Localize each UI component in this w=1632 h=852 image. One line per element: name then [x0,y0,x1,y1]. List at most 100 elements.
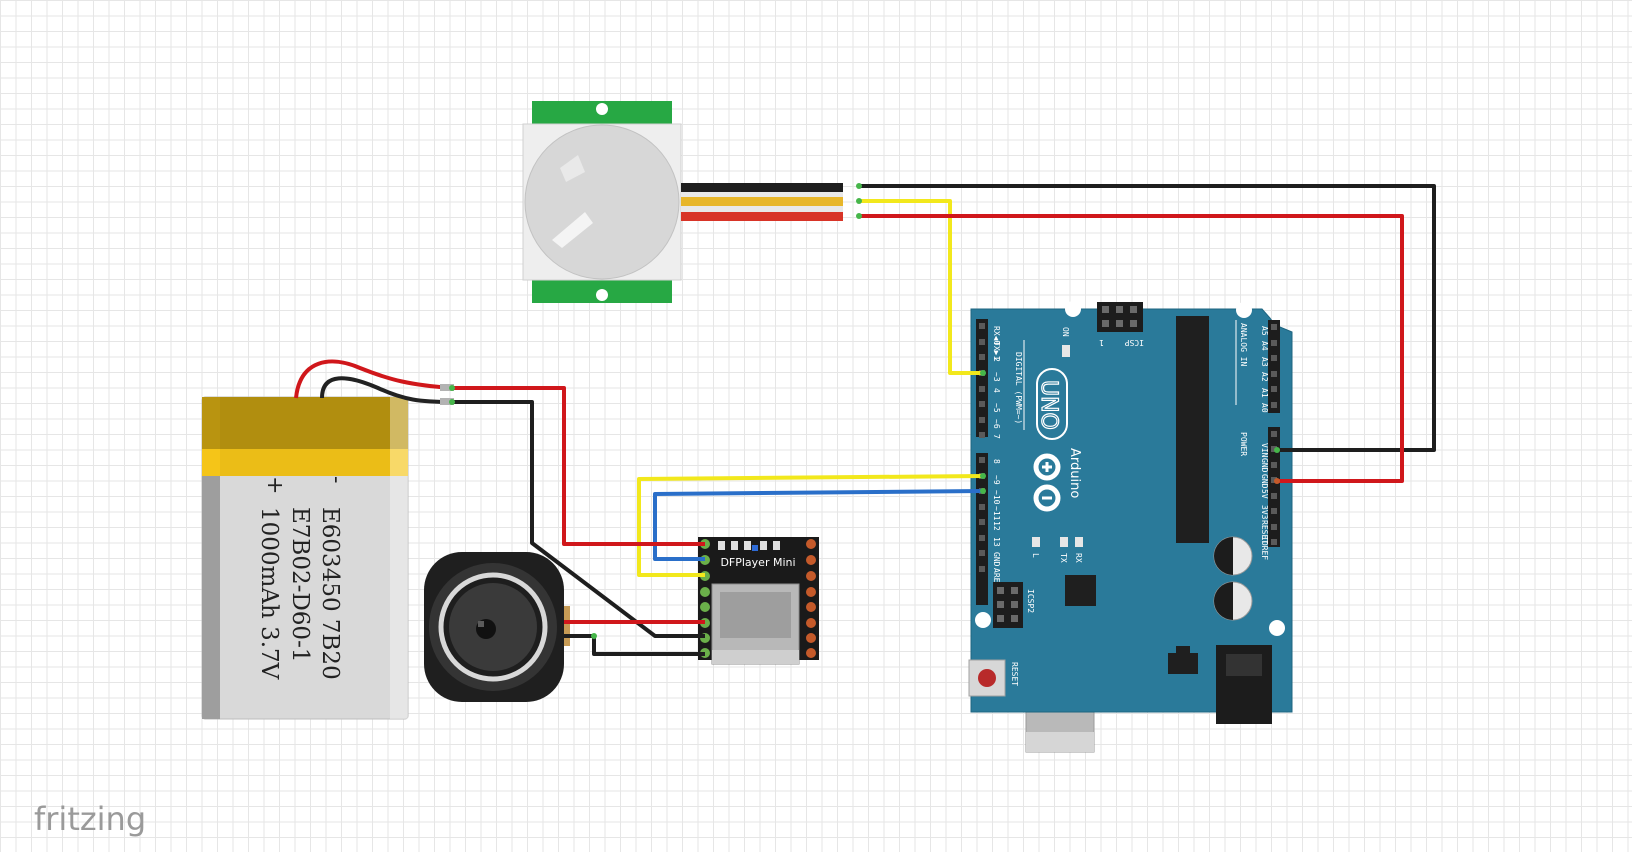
arduino-board [970,308,1293,713]
power-header [1268,427,1280,547]
pir-pin-gnd [681,183,843,192]
lipo-battery[interactable]: + - E603450 7B20 E7B02-D60-1 1000mAh 3.7… [201,359,454,720]
capacitor-1 [1213,536,1253,576]
analog-section-label: ANALOG IN [1239,323,1248,367]
pir-mount-hole-bottom [596,289,608,301]
on-led [1062,345,1070,357]
icsp-pin1-label: 1 [1099,338,1104,347]
svg-text:GND: GND [1260,474,1269,489]
pin-label-d4: 4 [992,388,1001,393]
pir-pin-out [681,197,843,206]
voltage-regulator [1168,653,1198,674]
rx-led [1075,537,1083,547]
pin-label-d6: ~6 [992,419,1001,429]
pir-dome-highlight-2 [560,155,585,182]
pir-dome [524,124,680,280]
wire-battery-black[interactable] [452,400,705,638]
svg-text:A5: A5 [1260,326,1269,336]
pin-label-d0: RX◀0 [992,326,1001,345]
reset-label: RESET [1010,662,1019,686]
battery-red-lead [294,359,453,399]
svg-text:A2: A2 [1260,372,1269,382]
battery-black-lead [320,376,453,404]
wire-d9-dfplayer[interactable] [637,474,984,577]
wire-d10-dfplayer[interactable] [653,489,984,561]
svg-text:IOREF: IOREF [1260,536,1269,560]
icsp2-label: ICSP2 [1026,589,1035,613]
mount-hole-3 [975,612,991,628]
pin-label-d13: 13 [992,537,1001,547]
svg-text:GND: GND [1260,458,1269,473]
pin-label-d11: ~11 [992,506,1001,521]
wire-endpoints [449,183,1280,639]
svg-text:VIN: VIN [1260,443,1269,458]
dfplayer-label: DFPlayer Mini [720,556,795,569]
battery-label-gold [202,397,408,449]
icsp-label: ICSP [1125,338,1144,347]
power-section-label: POWER [1239,432,1248,456]
svg-text:RESET: RESET [1260,520,1269,544]
pir-dome-highlight [552,212,593,248]
arduino-brand-label: Arduino [1067,448,1082,498]
pin-label-aref: AREF [992,568,1001,587]
wire-speaker-black[interactable] [564,634,705,656]
battery-text-line1: E603450 7B20 [317,507,343,680]
pin-label-d9: ~9 [992,475,1001,485]
wire-battery-red[interactable] [452,386,705,546]
digital-pin-labels: RX◀0 TX▶1 2 ~3 4 ~5 ~6 7 8 ~9 ~10 ~11 12… [992,326,1001,587]
rx-label: RX [1074,553,1083,563]
fritzing-watermark: fritzing [34,800,146,838]
uno-badge [1036,368,1068,440]
pin-label-d2: 2 [992,357,1001,362]
battery-label-yellow [202,449,408,476]
l-label: L [1031,553,1040,558]
reset-button-cap[interactable] [978,669,996,687]
speaker[interactable] [424,552,570,702]
battery-minus-sign: - [324,476,349,483]
svg-text:A1: A1 [1260,388,1269,398]
dfplayer-mini[interactable]: DFPlayer Mini [698,537,819,665]
svg-text:A0: A0 [1260,403,1269,413]
battery-left-edge [202,397,220,719]
digital-section-label: DIGITAL (PWM=~) [1014,352,1023,424]
pir-mount-hole-top [596,103,608,115]
pir-sensor[interactable] [522,101,843,303]
wires [452,184,1436,656]
pin-label-d7: 7 [992,434,1001,439]
capacitor-2 [1213,581,1253,621]
mount-hole-4 [1269,620,1285,636]
pin-label-d3: ~3 [992,372,1001,382]
pin-label-d5: ~5 [992,403,1001,413]
battery-text-line2: E7B02-D60-1 [287,507,313,662]
pin-label-gnd: GND [992,552,1001,567]
pin-label-d12: 12 [992,521,1001,531]
svg-text:5V: 5V [1260,489,1269,499]
pin-label-d10: ~10 [992,490,1001,505]
tx-label: TX [1059,553,1068,563]
digital-header-upper [976,319,988,437]
l-led [1032,537,1040,547]
dfplayer-top-pads [718,541,780,551]
wire-pir-out[interactable] [859,199,983,375]
arduino-logo [1033,453,1061,512]
svg-text:A4: A4 [1260,341,1269,351]
battery-plus-sign: + [262,476,287,494]
uno-label: UNO [1036,380,1061,430]
pin-label-d1: TX▶1 [992,341,1001,360]
mount-hole-2 [1236,302,1252,318]
mount-hole-1 [1065,301,1081,317]
svg-text:A3: A3 [1260,357,1269,367]
svg-text:3V3: 3V3 [1260,505,1269,520]
arduino-uno[interactable]: RX◀0 TX▶1 2 ~3 4 ~5 ~6 7 8 ~9 ~10 ~11 12… [968,301,1293,753]
wire-pir-gnd[interactable] [859,184,1436,452]
tx-led [1060,537,1068,547]
dfplayer-right-pins [806,539,816,658]
analog-pin-labels: A5 A4 A3 A2 A1 A0 [1260,326,1269,413]
usb-chip [1065,575,1096,606]
battery-text-line3: 1000mAh 3.7V [256,507,282,680]
wire-pir-vcc[interactable] [859,214,1404,483]
atmega-chip [1176,316,1209,543]
on-label: ON [1061,327,1070,337]
power-pin-labels: VIN GND GND 5V 3V3 RESET IOREF [1260,443,1269,560]
